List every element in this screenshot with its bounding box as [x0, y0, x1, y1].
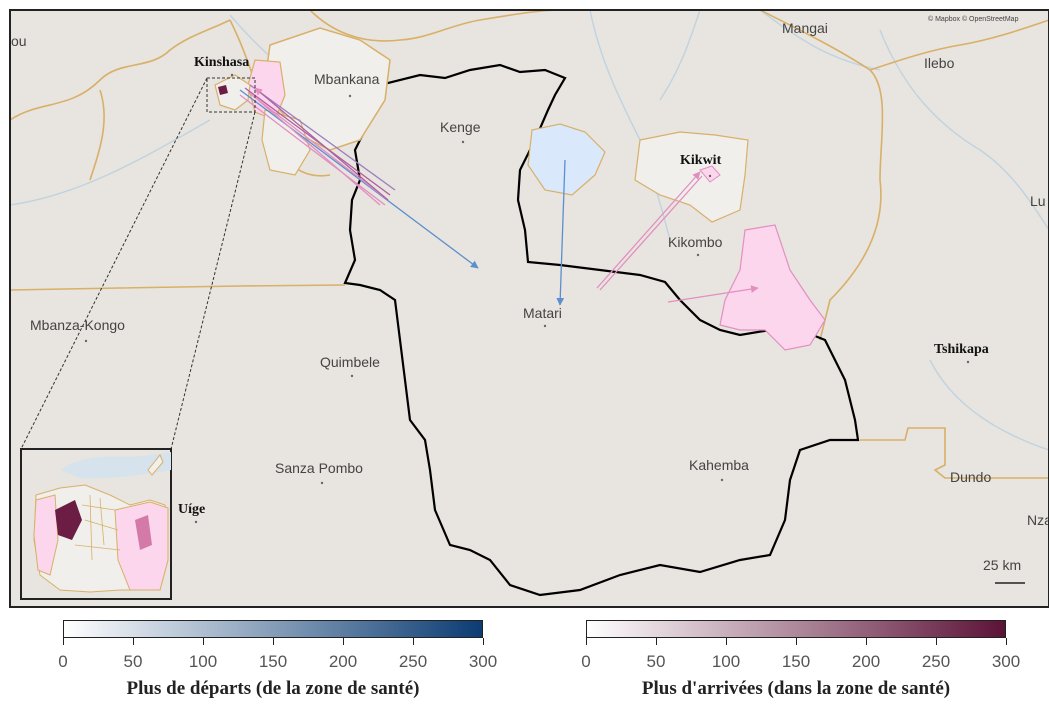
legend_arrivals-tick: [866, 638, 867, 645]
zone-departures-kenge: [527, 123, 606, 196]
legend_arrivals-tick-label: 150: [781, 652, 811, 671]
label-ilebo: Ilebo: [924, 55, 955, 71]
legend-departures: Plus de départs (de la zone de santé) 0 5…: [58, 618, 497, 704]
legend_arrivals-tick-label: 300: [991, 652, 1021, 671]
label-sanza-pombo: Sanza Pombo: [275, 460, 363, 476]
label-kinshasa: Kinshasa: [194, 55, 249, 70]
kinshasa-inset: [20, 448, 172, 600]
legend_departures-tick: [203, 638, 204, 645]
label-quimbele: Quimbele: [320, 354, 380, 370]
place-markers: [84, 73, 970, 524]
legend_departures-tick-label: 200: [328, 652, 358, 671]
label-kenge: Kenge: [440, 119, 481, 135]
legend_departures-tick: [63, 638, 64, 645]
legend_departures-tick-label: 150: [258, 652, 288, 671]
flow-arrows: [239, 84, 759, 306]
zone-kikwit: [634, 131, 749, 223]
legend_arrivals-tick-label: 250: [921, 652, 951, 671]
inset-connector-right: [170, 111, 256, 450]
legend_departures-tick-label: 0: [58, 652, 68, 671]
legend_arrivals-tick: [656, 638, 657, 645]
label-nza: Nza: [1027, 512, 1049, 528]
label-mangai: Mangai: [782, 20, 828, 36]
label-kikombo: Kikombo: [668, 234, 723, 250]
legend_arrivals-tick: [586, 638, 587, 645]
map-attribution[interactable]: © Mapbox © OpenStreetMap: [928, 15, 1019, 23]
legend-arrivals-bar: [586, 620, 1006, 638]
legend-departures-title: Plus de départs (de la zone de santé): [126, 678, 420, 699]
scale-label: 25 km: [983, 557, 1021, 573]
legend_departures-tick: [133, 638, 134, 645]
inset-source-box: [206, 77, 256, 113]
zone-kikwit-center: [699, 165, 721, 183]
legend_arrivals-tick-label: 200: [851, 652, 881, 671]
legend_arrivals-tick: [796, 638, 797, 645]
legend-departures-ticks: [63, 638, 484, 646]
label-mbanza-kongo: Mbanza-Kongo: [30, 317, 125, 333]
legend-arrivals-ticks: [586, 638, 1007, 646]
map-frame: [9, 9, 1049, 608]
legend_arrivals-tick-label: 0: [581, 652, 591, 671]
inset-connector-left: [20, 77, 208, 450]
legend-arrivals-title: Plus d'arrivées (dans la zone de santé): [641, 678, 951, 699]
label-uige: Uíge: [178, 502, 205, 517]
legend_arrivals-tick: [726, 638, 727, 645]
legend_arrivals-tick: [1006, 638, 1007, 645]
legend-departures-bar: [63, 620, 483, 638]
label-kikwit: Kikwit: [680, 153, 722, 168]
label-mbankana: Mbankana: [314, 71, 380, 87]
legend_departures-tick: [343, 638, 344, 645]
kinshasa-core: [214, 74, 251, 111]
legend_arrivals-tick-label: 100: [711, 652, 741, 671]
map[interactable]: ou Kinshasa Mbankana Mangai Ilebo Kenge …: [0, 0, 1049, 610]
legend_arrivals-tick: [936, 638, 937, 645]
legend_departures-tick-label: 250: [398, 652, 428, 671]
legend_arrivals-tick-label: 50: [646, 652, 666, 671]
label-matari: Matari: [523, 305, 562, 321]
legend_departures-tick-label: 50: [123, 652, 143, 671]
label-lu: Lu: [1030, 193, 1046, 209]
label-ou: ou: [11, 33, 27, 49]
legend_departures-tick: [413, 638, 414, 645]
label-kahemba: Kahemba: [689, 457, 749, 473]
legend_departures-tick: [483, 638, 484, 645]
legend_departures-tick-label: 100: [188, 652, 218, 671]
label-dundo: Dundo: [950, 469, 991, 485]
zone-kinshasa-south: [261, 109, 311, 176]
zone-arrivals-east: [719, 224, 826, 351]
legend_departures-tick: [273, 638, 274, 645]
map-background: [10, 10, 1049, 607]
label-tshikapa: Tshikapa: [934, 342, 989, 357]
kinshasa-hotspot: [218, 85, 228, 95]
legend-arrivals: Plus d'arrivées (dans la zone de santé) …: [581, 618, 1020, 704]
legend_departures-tick-label: 300: [468, 652, 498, 671]
